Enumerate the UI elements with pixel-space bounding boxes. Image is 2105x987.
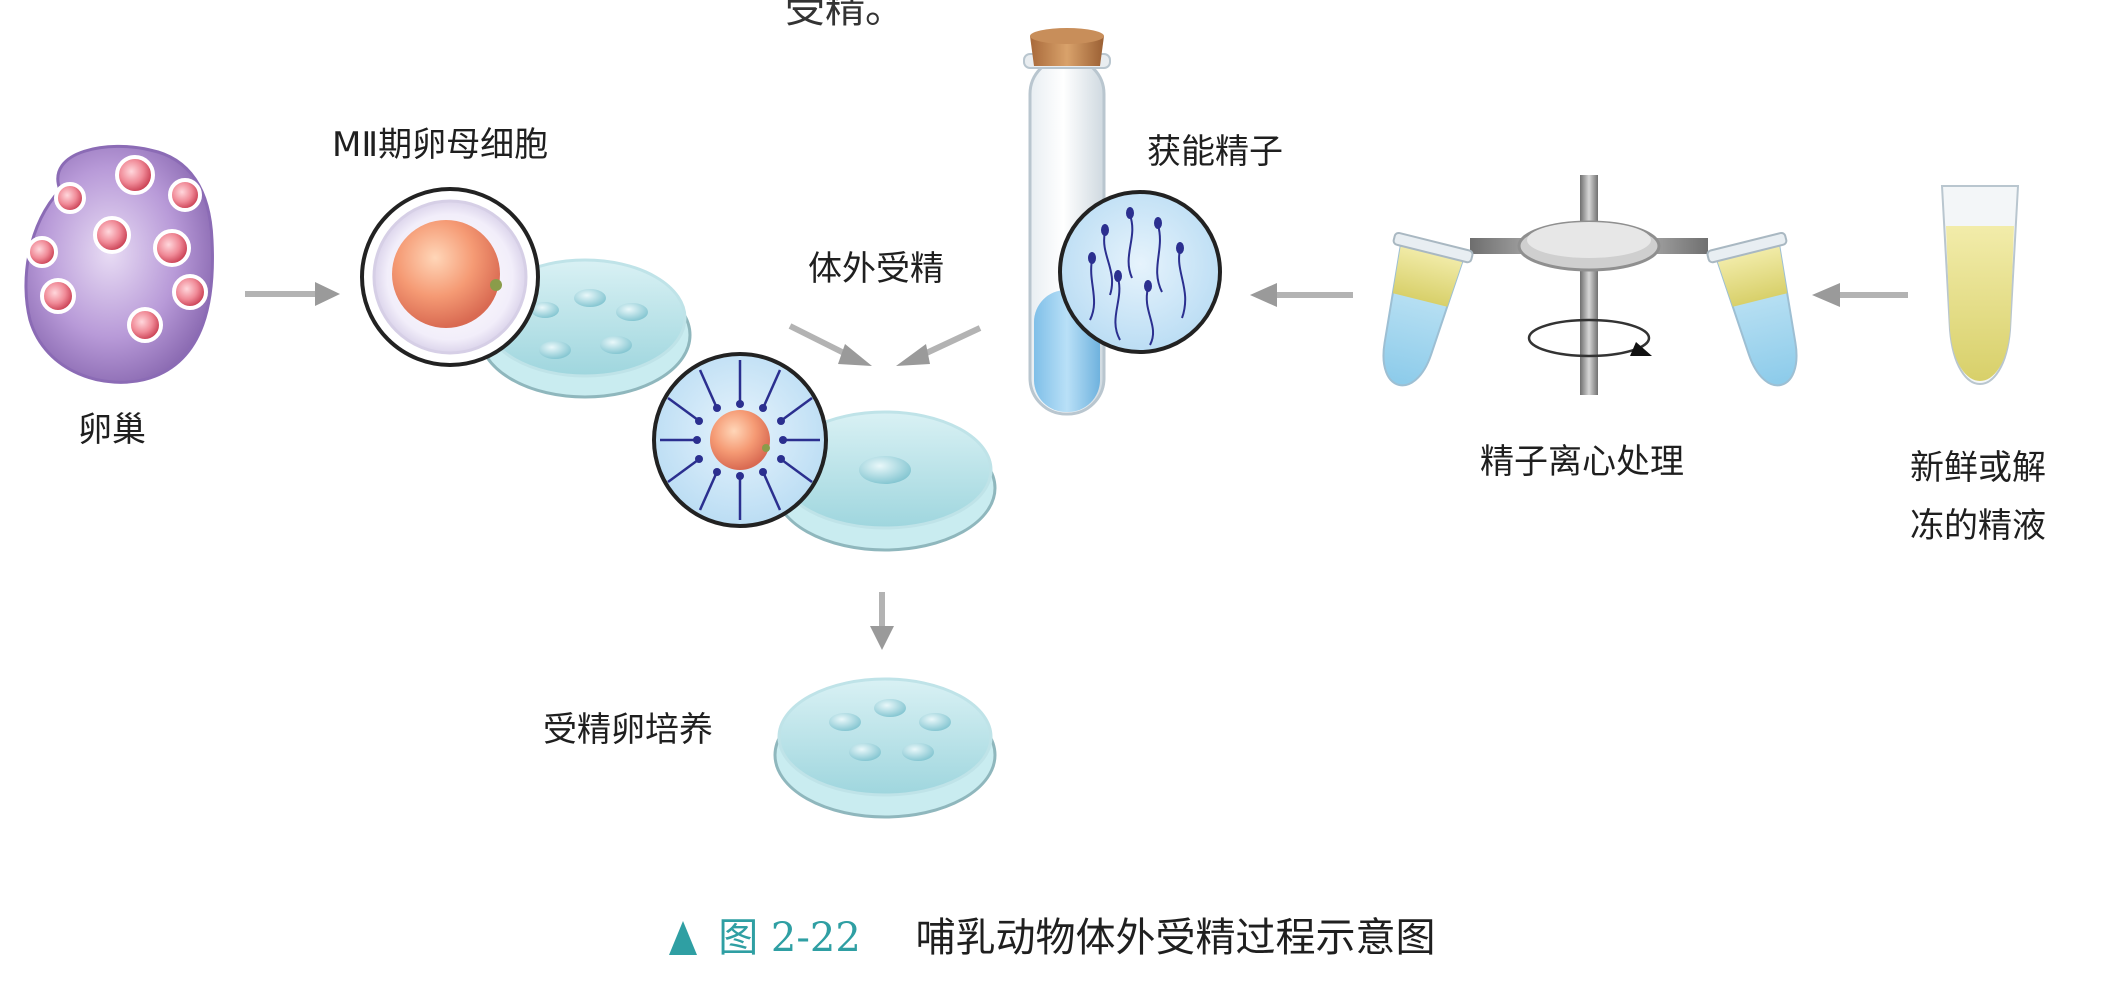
arrow-oocyte-to-ivf bbox=[788, 323, 872, 366]
label-zygote-culture: 受精卵培养 bbox=[543, 710, 713, 750]
zygote-culture-dish bbox=[773, 677, 997, 819]
label-capacitated-sperm: 获能精子 bbox=[1147, 132, 1283, 172]
label-centrifuge: 精子离心处理 bbox=[1480, 442, 1684, 482]
arrow-sperm-to-ivf bbox=[896, 325, 982, 366]
centrifuge-illustration bbox=[1382, 175, 1798, 395]
follicle-group bbox=[26, 155, 208, 343]
oocyte-magnified-circle bbox=[360, 187, 540, 367]
label-ovary: 卵巢 bbox=[78, 410, 146, 450]
ovary-illustration bbox=[24, 144, 214, 384]
figure-caption: 图 2-22 哺乳动物体外受精过程示意图 bbox=[0, 905, 2105, 963]
caption-figure-number: 图 2-22 bbox=[718, 915, 861, 961]
arrow-centrifuge-to-tube bbox=[1250, 283, 1353, 307]
arrow-semen-to-centrifuge bbox=[1812, 283, 1908, 307]
label-oocyte: MⅡ期卵母细胞 bbox=[332, 125, 549, 165]
label-fresh-semen: 新鲜或解 冻的精液 bbox=[1910, 448, 2046, 546]
label-ivf: 体外受精 bbox=[808, 249, 944, 289]
arrow-ivf-to-culture bbox=[870, 592, 894, 650]
arrow-ovary-to-oocyte bbox=[245, 282, 340, 306]
caption-title: 哺乳动物体外受精过程示意图 bbox=[915, 915, 1436, 961]
sperm-magnified-circle bbox=[1058, 190, 1222, 354]
caption-triangle-icon bbox=[669, 921, 698, 955]
top-text-fragment: 受精。 bbox=[785, 0, 905, 32]
fertilization-magnified-circle bbox=[652, 352, 828, 528]
rotation-indicator bbox=[1527, 318, 1652, 358]
semen-tube bbox=[1940, 185, 2020, 385]
ivf-dish bbox=[773, 410, 997, 552]
